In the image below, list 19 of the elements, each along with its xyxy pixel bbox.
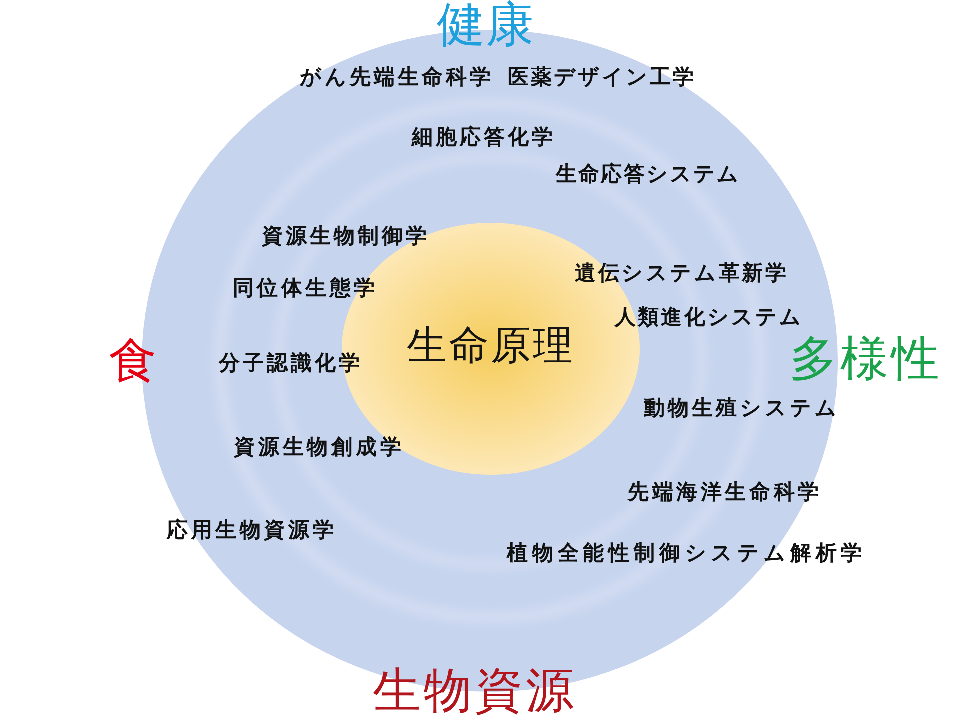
lab-name: 動物生殖システム	[644, 398, 840, 418]
lab-name: 同位体生態学	[233, 278, 378, 298]
lab-name: がん先端生命科学	[300, 66, 494, 88]
theme-label: 生物資源	[373, 667, 577, 715]
center-label: 生命原理	[407, 326, 575, 366]
lab-name: 分子認識化学	[219, 352, 363, 374]
lab-name: 人類進化システム	[615, 306, 804, 328]
lab-name: 遺伝システム革新学	[575, 262, 789, 284]
lab-name: 応用生物資源学	[167, 520, 338, 540]
theme-label: 多様性	[790, 335, 942, 383]
theme-label: 食	[109, 337, 157, 385]
lab-name: 植物全能性制御システム解析学	[507, 542, 867, 564]
lab-name: 資源生物制御学	[262, 226, 430, 246]
lab-name: 資源生物創成学	[234, 436, 405, 458]
lab-name: 細胞応答化学	[412, 126, 556, 148]
theme-label: 健康	[437, 1, 535, 49]
lab-name: 医薬デザイン工学	[508, 66, 696, 88]
lab-name: 生命応答システム	[556, 164, 741, 184]
lab-name: 先端海洋生命科学	[628, 482, 822, 502]
